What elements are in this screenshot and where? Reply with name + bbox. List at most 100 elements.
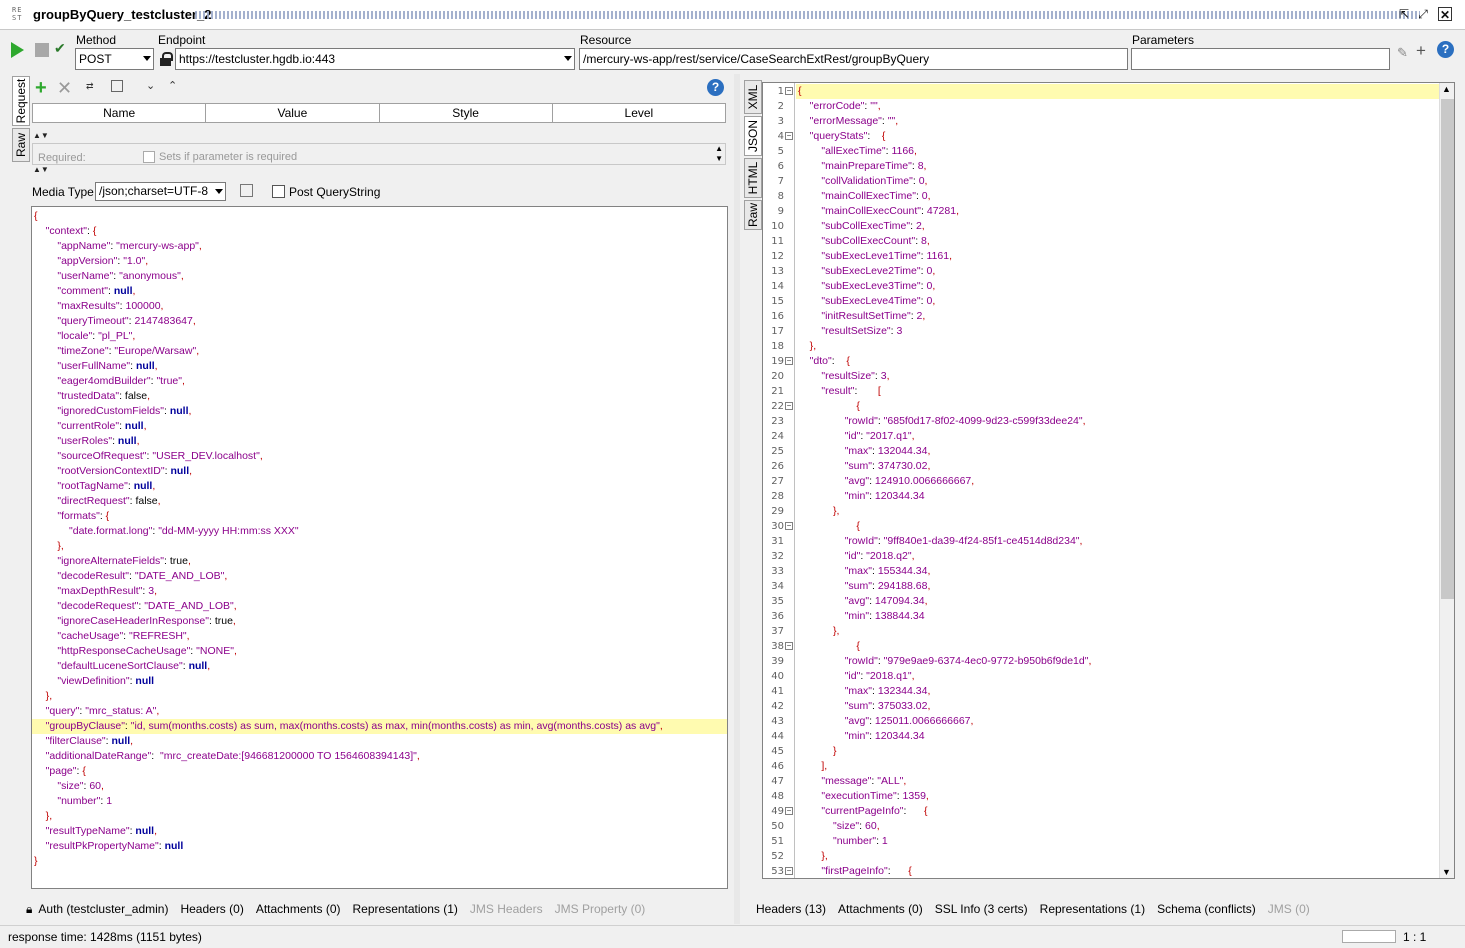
line-number: 2 (777, 101, 784, 112)
response-line: "avg": 125011.0066666667, (844, 715, 974, 727)
fold-toggle-icon[interactable]: − (785, 806, 793, 815)
column-style[interactable]: Style (380, 104, 553, 122)
line-number: 17 (771, 326, 784, 337)
line-number: 40 (771, 671, 784, 682)
post-querystring-label: Post QueryString (289, 185, 381, 199)
splitter-icon[interactable]: ▲▼ (33, 165, 49, 174)
format-icon[interactable] (240, 184, 253, 197)
fold-toggle-icon[interactable]: − (785, 131, 793, 140)
required-checkbox[interactable] (143, 151, 155, 163)
tab-auth[interactable]: Auth (testcluster_admin) (38, 902, 169, 916)
column-level[interactable]: Level (624, 106, 654, 120)
line-number: 41 (771, 686, 784, 697)
line-number: 34 (771, 581, 784, 592)
request-line: }, (57, 540, 64, 552)
fold-toggle-icon[interactable]: − (785, 641, 793, 650)
fold-toggle-icon[interactable]: − (785, 86, 793, 95)
maximize-icon[interactable]: ⤢ (1418, 7, 1428, 21)
fold-toggle-icon[interactable]: − (785, 521, 793, 530)
dock-icon[interactable]: ⇱ (1398, 7, 1410, 21)
remove-param-icon[interactable]: ✕ (57, 78, 73, 98)
tab-json[interactable]: JSON (744, 116, 762, 156)
method-value: POST (79, 52, 112, 66)
import-icon[interactable] (111, 80, 123, 92)
media-type-select[interactable]: /json;charset=UTF-8 (95, 182, 226, 201)
endpoint-field[interactable]: https://testcluster.hgdb.io:443 (175, 48, 575, 70)
parameters-field[interactable] (1131, 48, 1390, 70)
line-number: 29 (771, 506, 784, 517)
request-line: "locale": "pl_PL", (57, 330, 136, 342)
request-line: "timeZone": "Europe/Warsaw", (57, 345, 200, 357)
panel-splitter[interactable] (734, 74, 740, 924)
request-line: "resultPkPropertyName": null (45, 840, 184, 852)
column-value[interactable]: Value (206, 104, 380, 122)
response-line: }, (821, 850, 828, 862)
response-line: "sum": 375033.02, (844, 700, 931, 712)
column-name[interactable]: Name (33, 104, 207, 122)
tab-xml[interactable]: XML (744, 80, 762, 114)
line-number: 53 (771, 866, 784, 877)
response-line: "firstPageInfo": { (821, 865, 912, 877)
tab-request[interactable]: Request (12, 76, 30, 126)
tab-jms-headers[interactable]: JMS Headers (469, 902, 543, 916)
splitter-icon[interactable]: ▲▼ (33, 131, 49, 140)
line-number: 28 (771, 491, 784, 502)
request-line: "eager4omdBuilder": "true", (57, 375, 185, 387)
response-line: "size": 60, (833, 820, 880, 832)
tab-jms-property[interactable]: JMS Property (0) (554, 902, 646, 916)
request-line: }, (45, 810, 53, 822)
resource-field[interactable]: /mercury-ws-app/rest/service/CaseSearchE… (579, 48, 1128, 70)
tab-response-headers[interactable]: Headers (13) (756, 902, 827, 916)
fold-toggle-icon[interactable]: − (785, 401, 793, 410)
request-line: "page": { (45, 765, 86, 777)
tab-ssl-info[interactable]: SSL Info (3 certs) (934, 902, 1028, 916)
add-param-icon[interactable]: + (35, 77, 47, 99)
request-body-editor[interactable]: { "context": { "appName": "mercury-ws-ap… (31, 206, 728, 889)
post-querystring-checkbox[interactable] (272, 185, 285, 198)
scroll-up-icon[interactable]: ▲ (1442, 84, 1451, 94)
play-icon[interactable] (11, 42, 24, 58)
response-line: "id": "2018.q1", (844, 670, 915, 682)
chevron-down-icon[interactable]: ⌄ (146, 80, 156, 92)
add-icon[interactable]: + (1416, 41, 1426, 60)
response-scrollbar[interactable]: ▲ ▼ (1439, 83, 1454, 878)
encode-icon[interactable]: ⇄ (86, 81, 94, 91)
tab-json-label: JSON (746, 119, 760, 153)
chevron-up-icon[interactable]: ⌃ (168, 80, 178, 92)
tab-html[interactable]: HTML (744, 158, 762, 198)
tab-raw[interactable]: Raw (12, 128, 30, 162)
response-line: "id": "2018.q2", (844, 550, 915, 562)
close-icon[interactable]: ✕ (1438, 7, 1452, 22)
tab-schema[interactable]: Schema (conflicts) (1157, 902, 1256, 916)
tab-raw-response[interactable]: Raw (744, 200, 762, 230)
response-line: "collValidationTime": 0, (821, 175, 928, 187)
scroll-thumb[interactable] (1441, 99, 1454, 599)
line-number: 8 (777, 191, 784, 202)
help-icon[interactable]: ? (1437, 41, 1454, 58)
tab-attachments[interactable]: Attachments (0) (255, 902, 341, 916)
response-bottom-tabs: Headers (13) Attachments (0) SSL Info (3 c… (756, 902, 1322, 920)
tab-response-attachments[interactable]: Attachments (0) (838, 902, 923, 916)
params-table-header: Name Value Style Level (32, 103, 726, 123)
help-icon[interactable]: ? (707, 79, 724, 96)
tab-representations[interactable]: Representations (1) (352, 902, 458, 916)
response-line: ], (821, 760, 828, 772)
fold-toggle-icon[interactable]: − (785, 866, 793, 875)
request-line: "ignoredCustomFields": null, (57, 405, 192, 417)
fold-toggle-icon[interactable]: − (785, 356, 793, 365)
request-line: }, (45, 690, 53, 702)
check-icon[interactable]: ✔ (54, 40, 66, 56)
method-select[interactable]: POST (75, 48, 154, 70)
request-line: "rootTagName": null, (57, 480, 156, 492)
stop-icon[interactable] (35, 43, 49, 57)
tab-jms[interactable]: JMS (0) (1267, 902, 1310, 916)
spinner-icon[interactable]: ▲▼ (715, 144, 723, 163)
tab-headers[interactable]: Headers (0) (180, 902, 244, 916)
line-number: 4 (777, 131, 784, 142)
tab-response-representations[interactable]: Representations (1) (1039, 902, 1146, 916)
edit-icon[interactable]: ✎ (1397, 45, 1408, 60)
line-number: 35 (771, 596, 784, 607)
scroll-down-icon[interactable]: ▼ (1442, 867, 1451, 877)
line-number: 52 (771, 851, 784, 862)
